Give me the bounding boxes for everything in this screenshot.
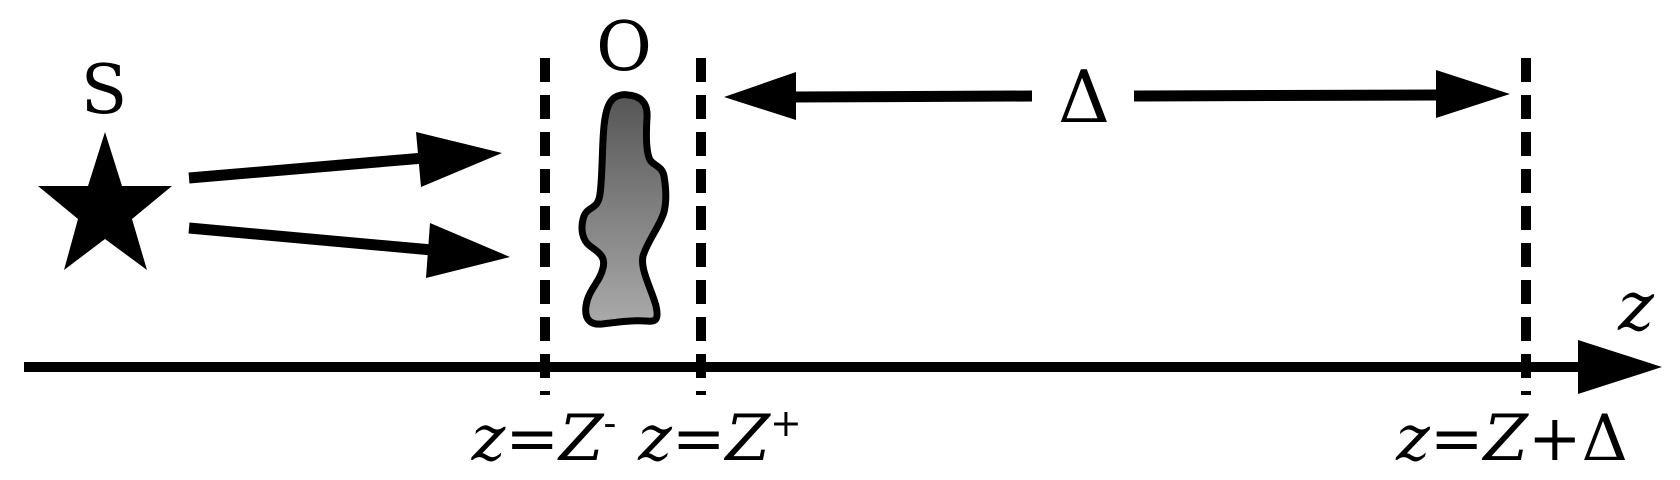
z-axis-arrowhead (1578, 340, 1662, 394)
plane-delta-plus: + (1528, 402, 1582, 476)
object-blob (578, 91, 670, 328)
plane-delta-label: z=Z+Δ (1395, 402, 1628, 476)
z-axis (24, 340, 1662, 394)
plane-plus-Z: Z (724, 402, 772, 476)
plane-delta-delta: Δ (1582, 402, 1628, 476)
plane-delta-z: z (1395, 402, 1431, 476)
delta-arrow-left (724, 72, 1033, 120)
plane-delta-eq: = (1430, 402, 1484, 476)
ray-upper (188, 132, 502, 187)
delta-arrow-right (1133, 70, 1510, 118)
plane-delta-Z: Z (1482, 402, 1530, 476)
delta-label: Δ (1058, 55, 1110, 139)
plane-plus-z: z (637, 402, 673, 476)
ray-upper-line (188, 152, 425, 184)
plane-plus-sup: + (770, 401, 802, 445)
ray-lower (188, 222, 510, 278)
ray-lower-line (188, 222, 433, 256)
plane-minus-sup: - (603, 401, 616, 445)
source-label: S (81, 51, 128, 130)
star-icon (38, 132, 172, 270)
plane-minus-label: z=Z- (471, 401, 617, 476)
plane-plus-label: z=Z+ (637, 401, 802, 476)
ray-upper-arrowhead (416, 132, 502, 187)
delta-arrow-left-head (724, 72, 796, 120)
plane-minus-z: z (471, 402, 507, 476)
plane-minus-eq: = (505, 402, 559, 476)
plane-minus-Z: Z (557, 402, 605, 476)
delta-arrow-left-line (789, 90, 1033, 103)
ray-lower-arrowhead (426, 223, 510, 278)
object-label: O (596, 8, 652, 87)
delta-arrow-right-line (1133, 89, 1441, 102)
axis-label: z (1617, 268, 1655, 347)
delta-arrow-right-head (1436, 70, 1510, 118)
plane-plus-eq: = (672, 402, 726, 476)
